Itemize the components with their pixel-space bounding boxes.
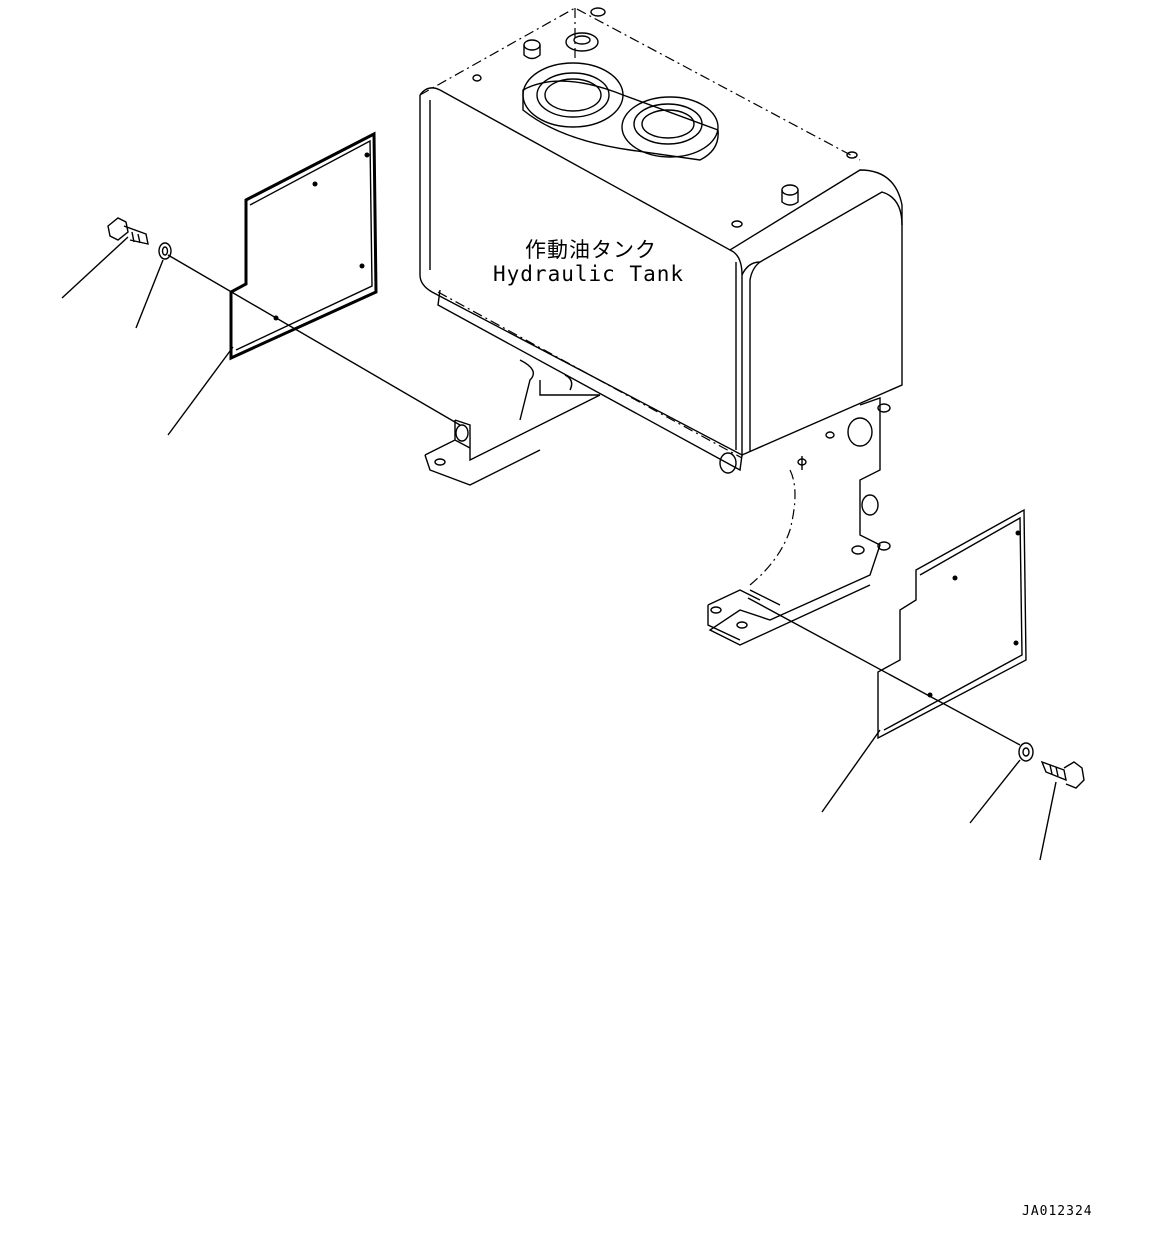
- right-bolt: [1040, 760, 1085, 789]
- leader-lines: [61, 236, 1057, 861]
- tank-label-english: Hydraulic Tank: [493, 262, 685, 286]
- tank-support-frame: [424, 289, 891, 646]
- drawing-code: JA012324: [1022, 1204, 1093, 1219]
- tank-label-japanese: 作動油タンク: [525, 238, 657, 262]
- left-washer: [158, 242, 172, 260]
- right-washer: [1018, 742, 1034, 762]
- hydraulic-tank: [419, 7, 903, 457]
- left-bolt: [107, 217, 149, 245]
- right-cover-plate: [877, 508, 1027, 740]
- left-cover-plate: [229, 131, 378, 361]
- assembly-lines: [167, 254, 1021, 746]
